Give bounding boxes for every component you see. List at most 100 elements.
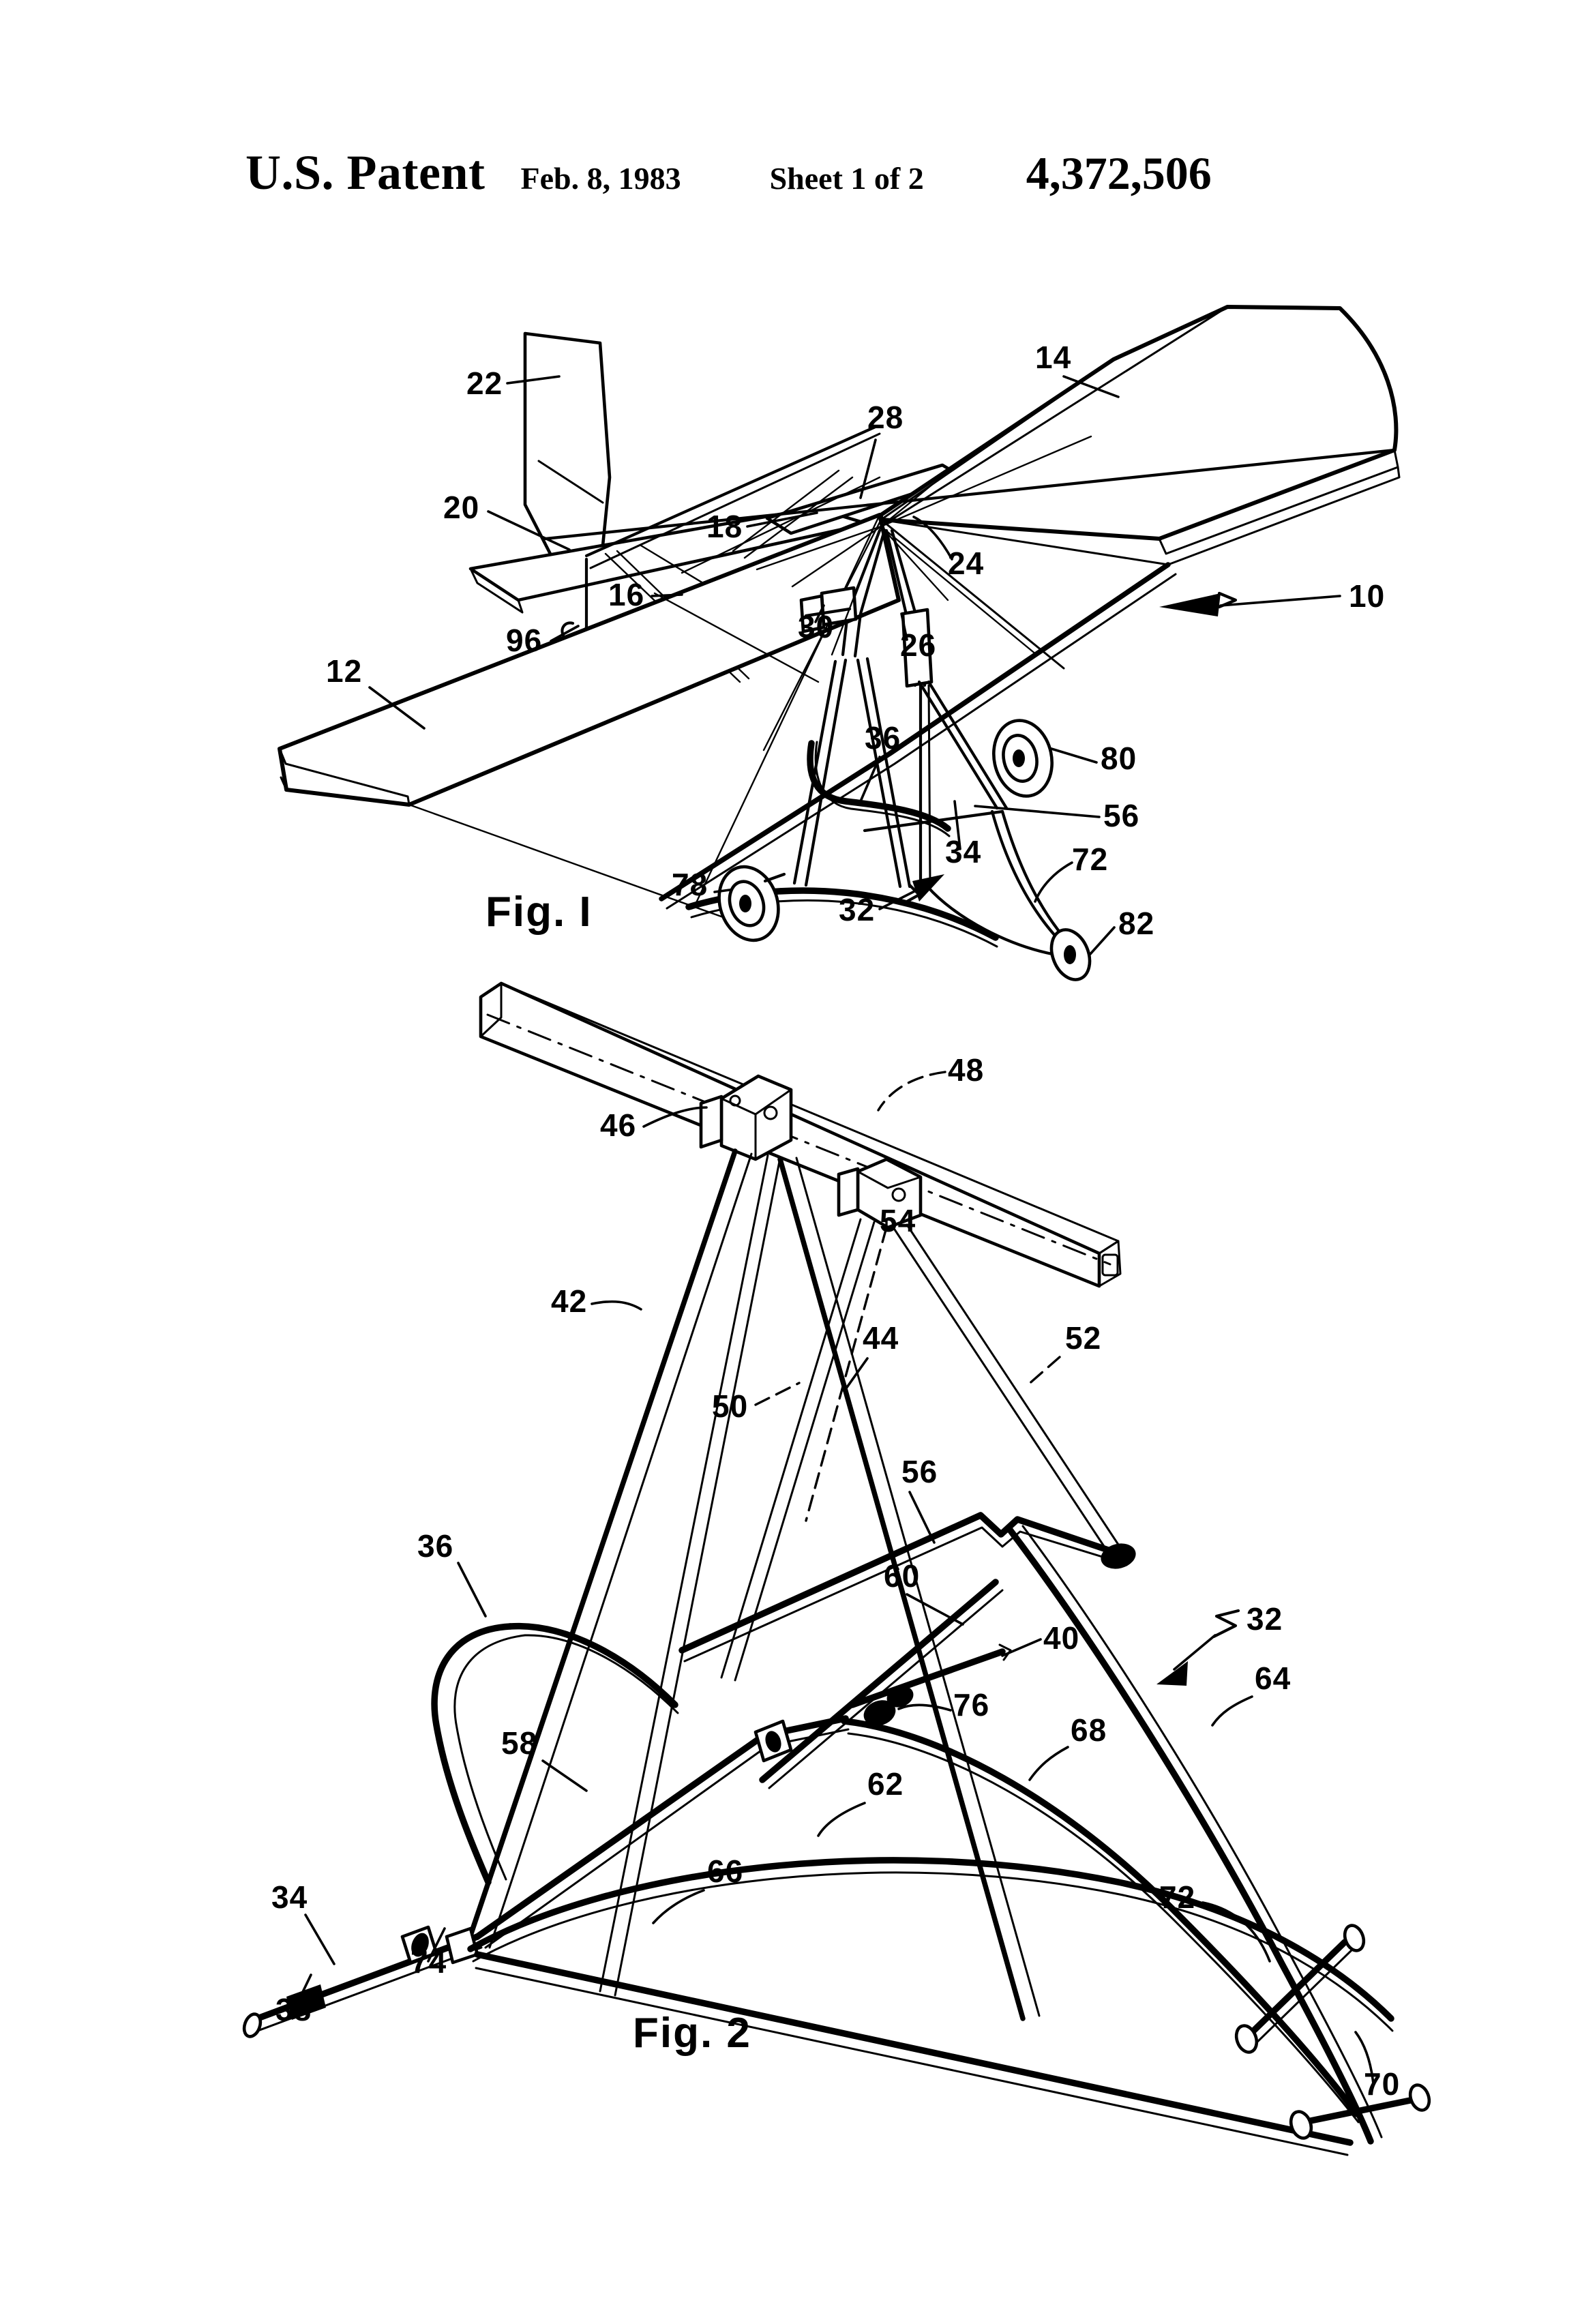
leader-26 [900, 612, 908, 641]
ref-num-30: 30 [798, 609, 834, 644]
zigzag-32-fig2 [1212, 1609, 1240, 1639]
king-post-stay-24 [880, 525, 949, 601]
leader-32-fig2 [1173, 1634, 1217, 1671]
leader-64 [1211, 1695, 1253, 1727]
saddle-bolt-hole [729, 1094, 741, 1107]
king-post-stay-24e [880, 525, 1038, 656]
beam-end-hole [1101, 1253, 1119, 1277]
strut-52-shadow [906, 1223, 1121, 1548]
leader-20 [487, 510, 571, 551]
leader-66 [652, 1889, 705, 1924]
ref-num-52: 52 [1065, 1320, 1101, 1356]
main-wheel-axle [1013, 749, 1025, 767]
rear-leg-alt [925, 884, 1066, 958]
saddle-54-tab [837, 1167, 860, 1217]
arrowhead-10 [1159, 593, 1221, 616]
leader-36 [457, 1562, 487, 1618]
sheet-number: Sheet 1 of 2 [769, 161, 924, 196]
sail-panel-line [880, 518, 1065, 670]
lower-longeron-62 [474, 1951, 1354, 2146]
fig2-reference-numerals: 48 46 54 42 44 50 52 [271, 1052, 1399, 2102]
joint-cluster-56-52 [1101, 1543, 1136, 1569]
ref-num-54: 54 [880, 1203, 916, 1238]
ref-num-48: 48 [948, 1052, 984, 1088]
rear-wheel-hub [1064, 945, 1076, 964]
axle-end-fitting-70 [1408, 2083, 1431, 2112]
boom-collar [286, 1984, 326, 2020]
leader-60 [906, 1593, 964, 1626]
ref-num-40: 40 [1043, 1620, 1079, 1656]
axle-joint-upper [1234, 2024, 1259, 2054]
sail-line [762, 518, 882, 751]
right-wing-edge2 [1167, 466, 1401, 566]
trike-strut [865, 657, 912, 889]
nose-fitting-38 [242, 2012, 263, 2038]
ref-num-36: 36 [865, 720, 901, 756]
leader-12 [368, 686, 426, 730]
trike-strut [927, 680, 1009, 810]
patent-office-label: U.S. Patent [245, 145, 486, 200]
ref-num-14: 14 [1035, 340, 1071, 375]
leader-36 [859, 756, 881, 803]
rigging-wire [681, 476, 881, 574]
fig1-reference-numerals: 22 20 96 16 18 12 28 [326, 340, 1384, 956]
left-wing-tip [280, 776, 288, 791]
joint-pin-58 [765, 1731, 781, 1753]
trike-strut [792, 659, 837, 885]
ref-num-44: 44 [863, 1320, 899, 1356]
ref-num-20: 20 [443, 490, 479, 525]
ref-num-96: 96 [506, 623, 542, 658]
leader-34-fig2 [304, 1913, 335, 1965]
ref-num-24: 24 [948, 546, 984, 581]
leader-22 [506, 375, 561, 385]
trike-strut [856, 658, 902, 889]
ref-num-34: 34 [271, 1879, 308, 1915]
leader-24 [912, 516, 953, 561]
rear-leg-64b [1021, 1525, 1383, 2139]
leader-32 [878, 889, 919, 910]
figure-2-caption: Fig. 2 [633, 2010, 751, 2057]
axle-cross-70 [1300, 2096, 1420, 2126]
leader-10 [1219, 595, 1341, 607]
leader-50 [754, 1382, 801, 1406]
trike-strut [917, 680, 999, 810]
leader-18 [746, 511, 818, 528]
mast-bracket-26 [901, 608, 934, 688]
ref-num-68: 68 [1071, 1712, 1107, 1748]
sail-line [693, 513, 881, 908]
leader-80 [1050, 747, 1098, 764]
ref-num-50: 50 [712, 1388, 748, 1424]
leader-56 [908, 1491, 936, 1544]
leader-52 [1026, 1356, 1061, 1387]
keel-tube [543, 448, 1397, 541]
rear-strut-44-shadow [795, 1157, 1041, 2017]
beam-end-face [1098, 1240, 1122, 1287]
rigging-wire-18c [653, 592, 820, 683]
saddle-bolt-hole [763, 1105, 778, 1120]
ref-num-12: 12 [326, 653, 362, 689]
tail-boom-lower [589, 432, 881, 569]
leader-56 [974, 805, 1101, 818]
seat-rail-60 [759, 1579, 999, 1783]
leader-62 [817, 1802, 866, 1837]
beam-centerline-48 [486, 1013, 1111, 1266]
leader-78 [713, 889, 731, 893]
leading-edge-tube-shadow [666, 573, 1177, 910]
ref-num-22: 22 [466, 366, 503, 401]
leader-72 [1034, 861, 1073, 903]
ref-num-60: 60 [884, 1558, 920, 1594]
sail-panel-line [882, 306, 1229, 526]
pivot-bracket-76 [863, 1700, 896, 1726]
pivot-bracket-76b [886, 1686, 914, 1708]
leader-82 [1088, 926, 1116, 956]
leader-34 [953, 800, 961, 850]
trike-strut [804, 658, 848, 887]
ref-num-62: 62 [867, 1766, 904, 1802]
sail-panel-line [880, 358, 1115, 521]
ref-num-18: 18 [706, 509, 743, 544]
ref-num-80: 80 [1101, 741, 1137, 776]
leader-58 [541, 1759, 588, 1792]
seat-tube-loop-36 [431, 1623, 513, 1886]
left-wing-12 [278, 513, 901, 807]
throttle-lever-40-cap [998, 1643, 1012, 1661]
